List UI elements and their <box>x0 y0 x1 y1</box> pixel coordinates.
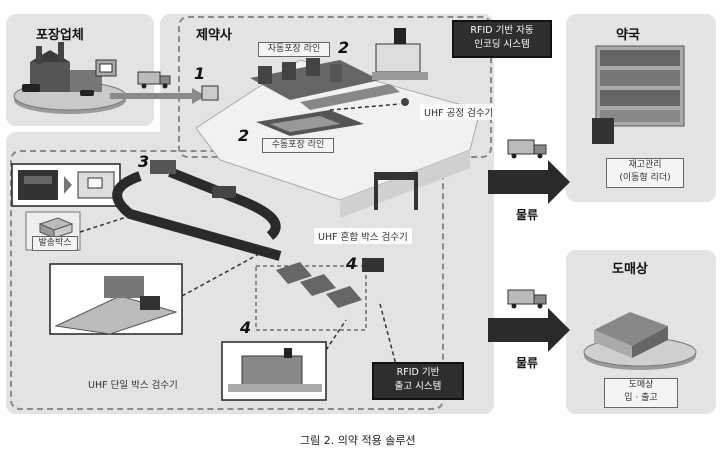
auto-packaging-machines <box>250 58 400 110</box>
logistics-label-bottom: 물류 <box>516 356 539 370</box>
logistics-label-top: 물류 <box>516 208 539 222</box>
uhf-mixed-box-inspector-label: UHF 혼합 박스 검수기 <box>314 228 412 244</box>
step-number-3: 3 <box>138 152 150 171</box>
conveyor-loop <box>112 167 282 261</box>
conveyor-inset <box>49 263 183 335</box>
wholesale-platform <box>583 312 697 370</box>
inventory-label-line2: (이동형 리더) <box>619 173 671 183</box>
shipping-box-label: 발송박스 <box>32 236 78 251</box>
encoding-machine <box>372 28 428 80</box>
step-number-1: 1 <box>194 64 206 83</box>
factory-illustration <box>13 42 127 114</box>
wholesale-io-line1: 도매상 <box>628 380 654 390</box>
uhf-single-box-inspector-label: UHF 단일 박스 검수기 <box>88 380 178 391</box>
step-number-4-mixed: 4 <box>346 254 358 273</box>
inventory-label-line1: 재고관리 <box>628 160 662 170</box>
wholesale-title: 도매상 <box>612 262 648 277</box>
step-number-2-manual: 2 <box>238 126 250 145</box>
rfid-shipping-line1: RFID 기반 <box>396 367 440 378</box>
single-box-inspector-inset <box>221 341 327 401</box>
packaging-vendor-title: 포장업체 <box>36 28 84 43</box>
logistics-arrow-bottom <box>488 308 570 352</box>
mixed-box-inspectors <box>276 262 362 308</box>
manual-packaging-line-label: 수동포장 라인 <box>262 138 334 153</box>
step-number-4-single: 4 <box>240 318 252 337</box>
truck-top-left <box>137 71 171 89</box>
pharma-title: 제약사 <box>196 28 232 43</box>
uhf-process-inspector-label: UHF 공정 검수기 <box>420 104 498 120</box>
truck-wholesale <box>507 289 547 309</box>
inventory-label: 재고관리 (이동형 리더) <box>606 158 684 188</box>
wholesale-io-line2: 입 · 출고 <box>624 393 658 403</box>
step-number-2-auto: 2 <box>338 38 350 57</box>
rfid-shipping-line2: 출고 시스템 <box>394 381 442 392</box>
manual-packaging-tables <box>256 110 364 136</box>
rfid-encoding-system-box: RFID 기반 자동 인코딩 시스템 <box>452 20 552 58</box>
figure-caption: 그림 2. 의약 적용 솔루션 <box>300 434 416 447</box>
pharmacy-shelves <box>592 45 685 144</box>
rfid-encoding-line1: RFID 기반 자동 <box>470 25 534 36</box>
truck-pharmacy <box>507 139 547 159</box>
rfid-encoding-line2: 인코딩 시스템 <box>474 39 530 50</box>
pharmacy-title: 약국 <box>616 28 640 43</box>
wholesale-io-label: 도매상 입 · 출고 <box>604 378 678 408</box>
rfid-shipping-system-box: RFID 기반 출고 시스템 <box>372 362 464 400</box>
auto-packaging-line-label: 자동포장 라인 <box>258 42 330 57</box>
logistics-arrow-top <box>488 160 570 204</box>
printer-inset <box>11 163 121 207</box>
